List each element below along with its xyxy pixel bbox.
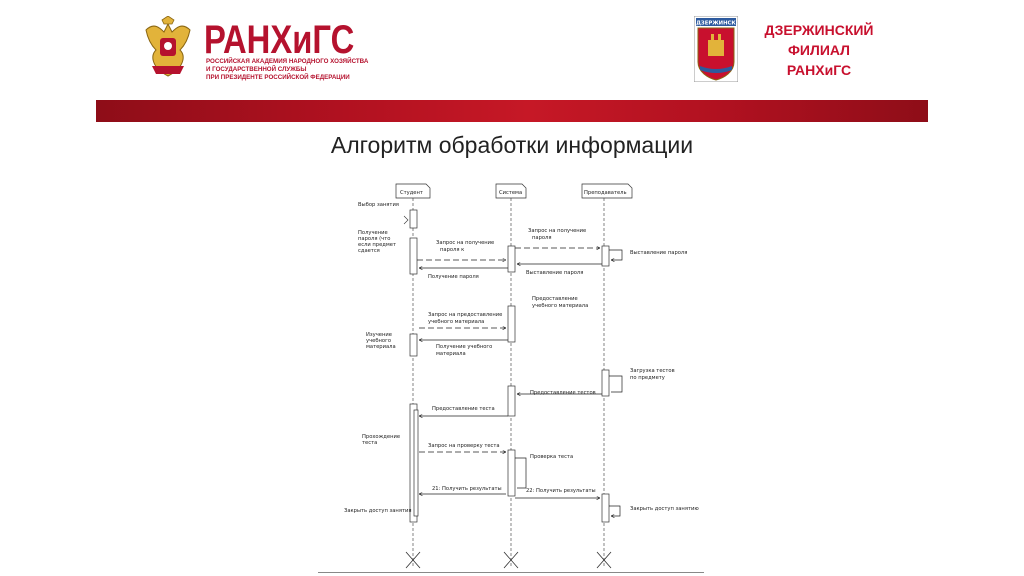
label-close-access: Закрыть доступ занятию (630, 506, 699, 512)
sequence-diagram: Студент Система Преподаватель Выбор заня… (344, 183, 699, 569)
note-get-password-line: пароля (что (358, 236, 390, 242)
label-password-teacher-line: Запрос на получение (528, 228, 586, 234)
label-material-request-line: Запрос на предоставление (428, 312, 502, 318)
coat-label: ДЗЕРЖИНСК (696, 20, 736, 26)
branch-line: РАНХиГС (786, 62, 852, 78)
label-password-receipt: Получение пароля (428, 274, 479, 280)
label-test-provide-system: Предоставление тестов (530, 390, 596, 396)
note-pass-test-line: Прохождение (362, 434, 400, 440)
label-test-check: Проверка теста (530, 454, 573, 460)
note-study-material-line: Изучение (366, 332, 392, 338)
label-test-upload-line: по предмету (630, 375, 665, 381)
lifeline-teacher-label: Преподаватель (584, 190, 627, 196)
label-test-upload-line: Загрузка тестов (630, 368, 675, 374)
label-password-teacher-line: пароля (532, 235, 551, 241)
note-pass-test-line: теста (362, 440, 377, 446)
self-call-password-set (609, 249, 623, 260)
label-password-set: Выставление пароля (630, 250, 687, 256)
brand-subtitle-line: Российская академия народного хозяйства (206, 58, 369, 65)
self-call-test-check (515, 457, 527, 489)
label-material-provide-line: Предоставление (532, 296, 578, 302)
self-call-close-access (609, 505, 621, 516)
label-material-provide-line: учебного материала (532, 303, 588, 309)
note-get-password-line: если предмет (358, 242, 396, 248)
brand-name: РАНХиГС (204, 18, 355, 62)
label-password-issue: Выставление пароля (526, 270, 583, 276)
brand-subtitle-line: при Президенте Российской Федерации (206, 74, 350, 81)
ranepa-logo: РАНХиГС Российская академия народного хо… (140, 16, 370, 88)
header-banner (96, 100, 928, 122)
lifeline-system-label: Система (499, 190, 522, 196)
lifeline-terminators (405, 551, 612, 569)
label-student-result: 21: Получить результаты (432, 486, 502, 492)
label-test-check-request: Запрос на проверку теста (428, 443, 500, 449)
note-study-material-line: учебного (366, 338, 391, 344)
branch-line: ДЗЕРЖИНСКИЙ (764, 22, 874, 38)
slide-title: Алгоритм обработки информации (330, 132, 694, 158)
activation-bars (409, 209, 610, 523)
label-material-receipt-line: материала (436, 351, 466, 357)
label-teacher-result: 22: Получить результаты (526, 488, 596, 494)
self-call-arrow (403, 215, 409, 225)
note-study-material-line: материала (366, 344, 396, 350)
diagram-baseline (318, 572, 704, 573)
note-select-lesson: Выбор занятия (358, 202, 399, 208)
note-get-password-line: сдается (358, 248, 380, 254)
label-password-request-line: пароля к (440, 247, 464, 253)
branch-line: ФИЛИАЛ (787, 42, 850, 58)
double-headed-eagle-emblem-icon (145, 16, 191, 77)
note-close-lesson: Закрыть доступ занятия (344, 508, 411, 514)
note-get-password-line: Получение (358, 230, 388, 236)
label-password-request-line: Запрос на получение (436, 240, 494, 246)
label-material-request-line: учебного материала (428, 319, 484, 325)
lifeline-student-label: Студент (400, 190, 423, 196)
lifeline-system: Система (495, 183, 527, 566)
brand-subtitle: Российская академия народного хозяйства … (206, 58, 376, 82)
self-call-test-upload (609, 375, 623, 393)
branch-name: ДЗЕРЖИНСКИЙ ФИЛИАЛ РАНХиГС (748, 20, 890, 80)
dzerzhinsk-coat-of-arms-icon: ДЗЕРЖИНСК (694, 16, 738, 82)
label-test-provide-student: Предоставление теста (432, 406, 495, 412)
brand-subtitle-line: и государственной службы (206, 66, 307, 73)
label-material-receipt-line: Получение учебного (436, 344, 492, 350)
